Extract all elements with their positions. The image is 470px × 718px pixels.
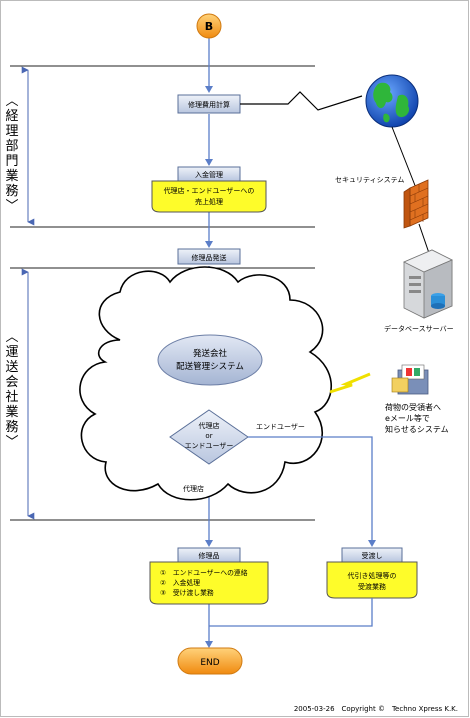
- lane-label-char: 業: [5, 405, 19, 420]
- step-payment-mgmt: 入金管理 代理店・エンドユーザーへの 売上処理: [151, 166, 267, 213]
- svg-text:修理品発送: 修理品発送: [192, 253, 227, 262]
- notify-lightning-bolt: [329, 372, 371, 394]
- network-link-bolt: [240, 91, 363, 111]
- end-arrowhead: [205, 641, 213, 648]
- firewall-icon: [403, 179, 429, 229]
- svg-text:受渡業務: 受渡業務: [358, 582, 386, 591]
- lane-label-char: ﹀: [5, 199, 19, 214]
- branch-label-end-user: エンドユーザー: [256, 423, 305, 431]
- notify-label-line3: 知らせるシステム: [385, 424, 449, 434]
- security-system-label: セキュリティシステム: [335, 176, 404, 184]
- lane-label-char: 社: [5, 390, 19, 405]
- svg-text:受渡し: 受渡し: [362, 551, 383, 560]
- svg-text:B: B: [205, 20, 213, 33]
- svg-text:代理店: 代理店: [199, 421, 220, 430]
- lane-label-char: ︿: [5, 94, 19, 109]
- lane-label-char: ︿: [5, 330, 19, 345]
- lane-label-char: 経: [5, 109, 19, 124]
- end-terminal: END: [177, 647, 243, 675]
- lane-label-char: ﹀: [5, 435, 19, 450]
- branch-label-dealer: 代理店: [183, 484, 204, 493]
- step-handover: 受渡し 代引き処理等の 受渡業務: [326, 547, 418, 599]
- notify-label-line2: eメール等で: [385, 413, 430, 423]
- lane-label-char: 送: [5, 360, 19, 375]
- database-server-icon: [403, 249, 453, 319]
- lane-label-char: 会: [5, 375, 19, 390]
- lane-label-shipping: ︿運送会社業務﹀: [4, 330, 20, 450]
- svg-text:売上処理: 売上処理: [195, 197, 223, 206]
- svg-text:代引き処理等の: 代引き処理等の: [348, 571, 397, 580]
- shipping-management-system: 発送会社 配送管理システム: [157, 334, 263, 386]
- step-repair-item-shipping: 修理品発送: [177, 248, 241, 265]
- lane-label-char: 業: [5, 169, 19, 184]
- lane-dividers: [10, 65, 315, 521]
- step-repair-cost-calc: 修理費用計算: [177, 94, 241, 114]
- lane-label-char: 部: [5, 139, 19, 154]
- svg-text:① エンドユーザーへの連絡: ① エンドユーザーへの連絡: [160, 568, 248, 577]
- start-connector: B: [196, 13, 222, 39]
- svg-text:② 入金処理: ② 入金処理: [160, 578, 200, 587]
- svg-text:代理店・エンドユーザーへの: 代理店・エンドユーザーへの: [164, 186, 255, 195]
- lane-label-accounting: ︿経理部門業務﹀: [4, 94, 20, 214]
- svg-text:or: or: [205, 432, 212, 440]
- handover-merge-line: [209, 598, 373, 627]
- globe-firewall-link: [391, 126, 417, 189]
- lane-label-char: 運: [5, 345, 19, 360]
- svg-text:修理費用計算: 修理費用計算: [188, 100, 230, 109]
- svg-text:END: END: [200, 658, 219, 668]
- database-server-label: データベースサーバー: [384, 324, 454, 333]
- mail-notification-icon: [391, 364, 429, 395]
- lane-label-char: 門: [5, 154, 19, 169]
- lane-label-char: 理: [5, 124, 19, 139]
- end-user-branch-line: [248, 436, 373, 545]
- svg-text:配送管理システム: 配送管理システム: [176, 361, 244, 372]
- decision-dealer-or-end-user: 代理店 or エンドユーザー: [169, 409, 249, 465]
- svg-text:修理品: 修理品: [199, 551, 220, 560]
- step-repair-item: 修理品 ① エンドユーザーへの連絡 ② 入金処理 ③ 受け渡し業務: [149, 547, 269, 605]
- copyright-footer: 2005-03-26 Copyright © Techno Xpress K.K…: [293, 705, 458, 713]
- end-user-branch-arrowhead: [368, 540, 376, 547]
- svg-text:エンドユーザー: エンドユーザー: [185, 442, 234, 450]
- svg-text:入金管理: 入金管理: [195, 170, 223, 179]
- notify-label-line1: 荷物の受領者へ: [385, 402, 441, 412]
- lane-label-char: 務: [5, 184, 19, 199]
- svg-text:発送会社: 発送会社: [193, 348, 228, 359]
- firewall-server-link: [418, 223, 431, 257]
- svg-text:③ 受け渡し業務: ③ 受け渡し業務: [160, 588, 214, 597]
- lane-label-char: 務: [5, 420, 19, 435]
- globe-icon: [365, 74, 419, 128]
